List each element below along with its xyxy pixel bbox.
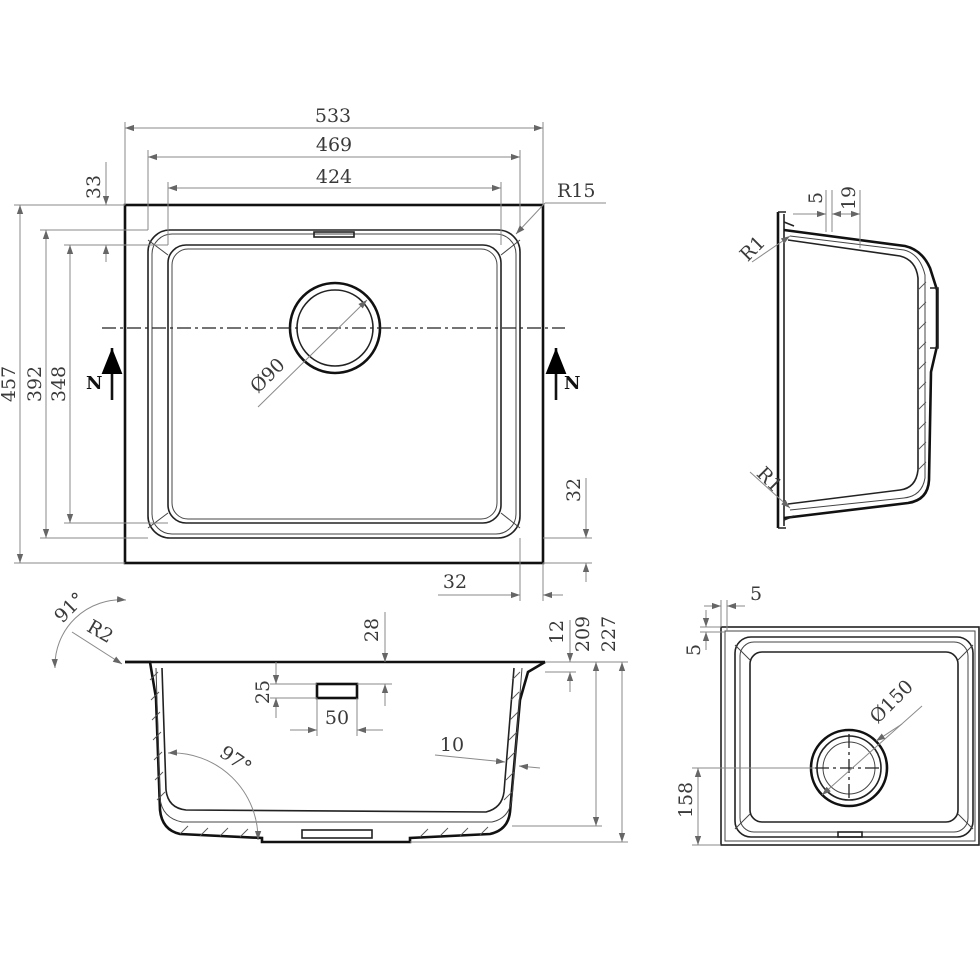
top-view: N N 533 469 424 R15 33 457 392 [0, 105, 606, 601]
bottom-bowl-floor [749, 651, 959, 823]
side-inner-profile [787, 239, 919, 505]
dim-height-bowl-top: 392 [24, 366, 46, 402]
dim-bottom-edge-x: 5 [750, 583, 762, 605]
section-mark-right: N [564, 373, 580, 394]
overflow-slot [313, 231, 355, 238]
dim-overflow-height: 25 [252, 680, 274, 704]
dim-depth-total: 227 [598, 616, 620, 652]
dim-height-overall: 457 [0, 366, 20, 402]
dim-wall: 10 [440, 734, 464, 756]
dim-offset-bottom: 32 [443, 571, 467, 593]
dim-radius-rim: R2 [83, 616, 117, 648]
side-outer-profile [783, 228, 939, 520]
dim-corner-radius: R15 [557, 180, 595, 202]
dim-side-rim: 5 [805, 192, 827, 204]
dim-bottom-edge-y: 5 [683, 644, 705, 656]
overflow-outlet [315, 682, 359, 700]
dim-width-bowl-top: 469 [316, 134, 352, 156]
bottom-view: 5 5 158 Ø150 [675, 583, 980, 846]
dim-angle-wall: 97° [215, 741, 255, 778]
bowl-inner-rim [151, 233, 517, 535]
bowl-bottom [167, 244, 502, 524]
section-mark-left: N [86, 373, 102, 394]
dim-depth-inner: 209 [572, 616, 594, 652]
dim-side-radius-top: R1 [736, 232, 770, 266]
side-view: 5 19 R1 R1 [736, 186, 939, 529]
bowl-bottom-inner [171, 248, 498, 520]
section-outer [125, 660, 546, 844]
dim-flange: 12 [546, 620, 568, 644]
dim-bottom-drain-diameter: Ø150 [866, 676, 918, 728]
front-section: 91° R2 28 25 50 12 209 227 1 [50, 588, 628, 844]
dim-height-bowl-bottom: 348 [48, 366, 70, 402]
dim-side-radius-bottom: R1 [752, 463, 786, 497]
bottom-drain-slot [837, 831, 863, 838]
dim-drain-diameter: Ø90 [246, 354, 290, 398]
dim-angle-rim: 91° [50, 588, 89, 627]
dim-width-bowl-bottom: 424 [316, 166, 352, 188]
drain-outlet [301, 829, 373, 839]
dim-overflow-width: 50 [325, 707, 349, 729]
dim-overflow-offset: 28 [361, 618, 383, 642]
bowl-rim [147, 229, 521, 539]
dim-flange-top: 33 [83, 175, 105, 199]
section-inner [161, 667, 515, 813]
bottom-outline [720, 626, 980, 846]
dim-bottom-drain-offset: 158 [675, 782, 697, 818]
dim-offset-right: 32 [563, 478, 585, 502]
dim-width-overall: 533 [315, 105, 351, 127]
sink-outline [123, 203, 545, 565]
dim-side-depth-top: 19 [838, 186, 860, 210]
